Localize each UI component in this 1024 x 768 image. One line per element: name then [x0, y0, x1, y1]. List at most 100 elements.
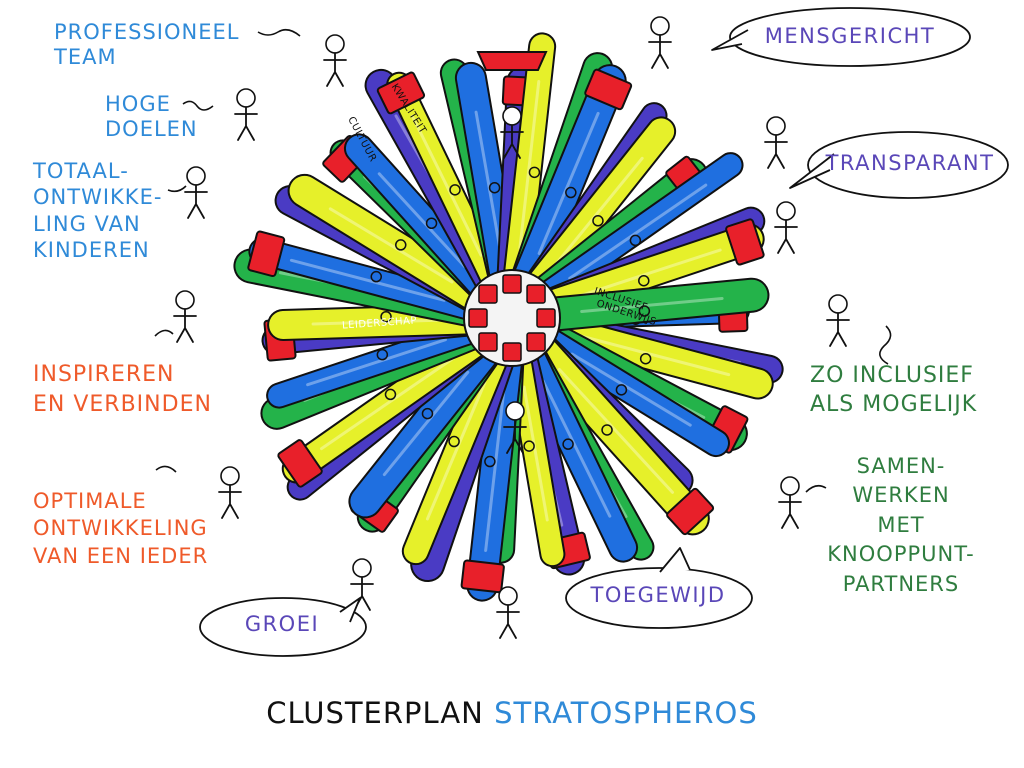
page-title: CLUSTERPLAN STRATOSPHEROS [0, 696, 1024, 730]
squiggle-hoge-doelen [182, 100, 214, 111]
label-optimale-ontwikkeling: OPTIMALE ONTWIKKELING VAN EEN IEDER [33, 488, 208, 570]
label-line: EN VERBINDEN [33, 391, 212, 417]
hub-connector [526, 284, 546, 304]
speech-bubble-icon [711, 7, 971, 67]
bubble-mensgericht-text: MENSGERICHT [764, 24, 936, 48]
person-body [323, 52, 347, 87]
ray-dot [488, 181, 501, 194]
ray [289, 175, 493, 313]
ray [533, 154, 742, 307]
ray [403, 342, 509, 564]
title-part-stratospheros: STRATOSPHEROS [494, 696, 758, 730]
label-line: KINDEREN [33, 237, 150, 262]
little-person-icon [503, 401, 527, 454]
ray-dot [592, 215, 604, 227]
ray-dot [370, 270, 383, 283]
red-connector [247, 230, 286, 278]
ray [507, 346, 564, 566]
ray-dot [421, 407, 434, 420]
red-connector [277, 439, 323, 488]
ray-dot [615, 384, 628, 396]
ray-highlight [537, 111, 600, 255]
ray-highlight [570, 352, 692, 427]
person-head [502, 106, 522, 126]
ray-dot [528, 166, 541, 179]
person-head [352, 558, 372, 578]
person-head [776, 201, 796, 221]
hub-connector [468, 308, 488, 328]
ray [250, 239, 486, 320]
label-line: OPTIMALE [33, 489, 147, 513]
squiggle-zo-inclusief [879, 325, 892, 365]
bubble-transparant-text: TRANSPARANT [825, 151, 995, 175]
label-line: INSPIREREN [33, 362, 175, 387]
little-person-icon [764, 116, 788, 169]
little-person-icon [500, 106, 524, 159]
bubble-tail [711, 29, 749, 51]
connector-squiggles [154, 28, 892, 493]
squiggle-optimale [155, 465, 177, 473]
squiggle-inspireren [154, 329, 174, 337]
person-head [828, 294, 848, 314]
ray [512, 66, 625, 297]
ray-highlight [568, 183, 708, 280]
ray [283, 327, 493, 482]
label-line: MET [877, 512, 925, 537]
little-person-icon [826, 294, 850, 347]
ray-dot [425, 217, 438, 230]
ray [504, 34, 555, 291]
ray [268, 319, 485, 407]
little-person-icon [778, 476, 802, 529]
little-person-icon [234, 88, 258, 141]
people-figures [173, 16, 850, 639]
label-professioneel-team: PROFESSIONEEL TEAM [54, 20, 239, 70]
bubble-outline [729, 7, 971, 67]
speech-bubbles [199, 7, 1009, 657]
bubble-outline [807, 131, 1009, 199]
ray-dot [376, 348, 389, 361]
label-line: TEAM [54, 45, 117, 70]
ray-highlight [328, 207, 454, 284]
ray-dot [384, 388, 397, 401]
ray-highlight [320, 356, 456, 451]
red-connector [725, 218, 765, 266]
bubble-groei-text: GROEI [244, 612, 320, 636]
person-body [648, 34, 672, 69]
person-head [220, 466, 240, 486]
ray-dot [638, 305, 651, 317]
bubble-outline [199, 597, 367, 657]
label-line: HOGE [105, 92, 171, 116]
hub-connector [502, 342, 522, 362]
little-person-icon [184, 166, 208, 219]
ray-dot [565, 186, 577, 199]
person-head [175, 290, 195, 310]
person-body [234, 106, 258, 141]
top-red-cap [476, 51, 548, 71]
label-line: SAMEN- [856, 454, 946, 478]
hub-connector [478, 284, 498, 304]
ray-highlight [522, 385, 549, 522]
ray-highlight [554, 156, 644, 266]
label-line: KNOOPPUNT- [827, 542, 975, 567]
ray-dot [448, 435, 460, 448]
person-body [500, 124, 524, 159]
person-body [778, 494, 802, 529]
bubble-toegewijd-text: TOEGEWIJD [590, 583, 726, 607]
bubble-tail [789, 153, 835, 189]
ray-dot [523, 440, 535, 452]
ray-highlight [518, 80, 541, 250]
speech-bubble-icon [199, 597, 367, 657]
label-samenwerken: SAMEN- WERKEN MET KNOOPPUNT- PARTNERS [816, 452, 986, 599]
person-head [650, 16, 670, 36]
little-person-icon [774, 201, 798, 254]
person-head [325, 34, 345, 54]
ray-highlight [410, 114, 483, 257]
speech-bubble-icon [565, 547, 753, 629]
little-person-icon [173, 290, 197, 343]
title-part-clusterplan: CLUSTERPLAN [266, 696, 484, 730]
ray-highlight [580, 296, 724, 314]
ray-highlight [377, 172, 467, 268]
person-body [764, 134, 788, 169]
hub-connector [502, 274, 522, 294]
